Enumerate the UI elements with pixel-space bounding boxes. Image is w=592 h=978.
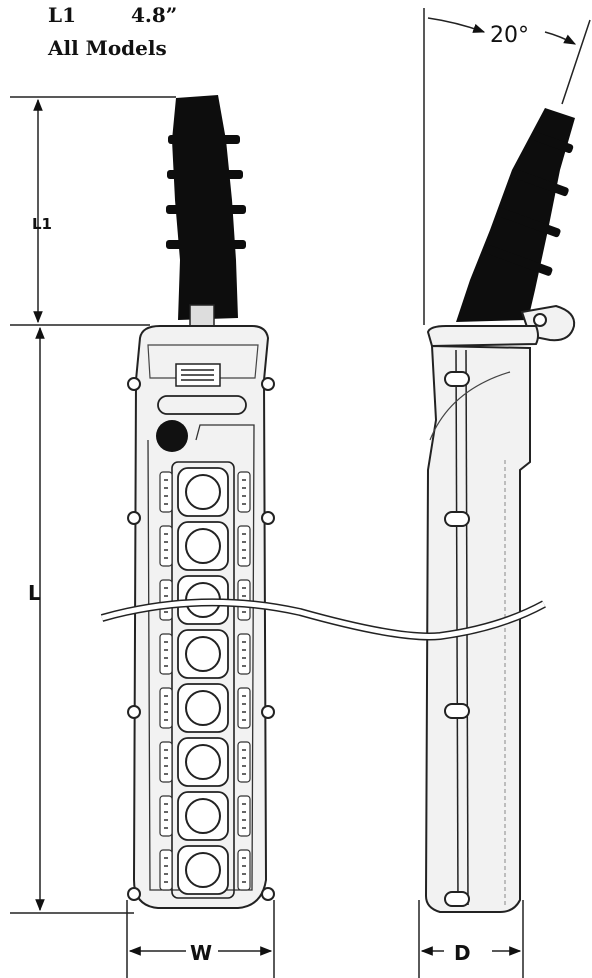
- legend-tab: [237, 849, 251, 891]
- pushbutton: [185, 744, 221, 780]
- pushbutton: [185, 690, 221, 726]
- legend-tab: [159, 471, 173, 513]
- legend-tab: [159, 795, 173, 837]
- front-oval-recess: [157, 395, 247, 415]
- legend-tab: [237, 687, 251, 729]
- control-cable: [100, 598, 546, 641]
- legend-tab: [159, 741, 173, 783]
- dimension-lines: [10, 8, 591, 978]
- legend-tab: [159, 687, 173, 729]
- side-boot-ribs: [485, 131, 574, 276]
- dim-angle-label: 20°: [490, 23, 529, 48]
- spec-models-label: All Models: [48, 36, 167, 60]
- spec-l1-value: 4.8”: [131, 3, 178, 27]
- emergency-stop-button: [156, 420, 188, 452]
- legend-tab: [237, 795, 251, 837]
- pushbutton: [185, 528, 221, 564]
- dim-l-label: L: [28, 581, 41, 605]
- legend-tab: [237, 633, 251, 675]
- dim-d-label: D: [454, 941, 471, 965]
- legend-tab: [237, 471, 251, 513]
- legend-tab: [237, 741, 251, 783]
- pushbutton: [185, 474, 221, 510]
- front-boot-ribs: [166, 135, 246, 249]
- legend-tab: [159, 525, 173, 567]
- dim-w-label: W: [190, 941, 212, 965]
- front-mounting-ears: [127, 377, 275, 901]
- legend-tab: [159, 849, 173, 891]
- legend-tab: [159, 633, 173, 675]
- pushbutton: [185, 852, 221, 888]
- front-view: [127, 95, 275, 909]
- front-button-column: [171, 461, 235, 899]
- pushbutton: [185, 636, 221, 672]
- side-view: [424, 108, 576, 913]
- pushbutton: [185, 798, 221, 834]
- legend-tab: [159, 579, 173, 621]
- side-mounting-ears: [444, 371, 470, 907]
- dim-l1-label: L1: [32, 215, 52, 233]
- spec-l1-label: L1: [48, 3, 76, 27]
- legend-tab: [237, 525, 251, 567]
